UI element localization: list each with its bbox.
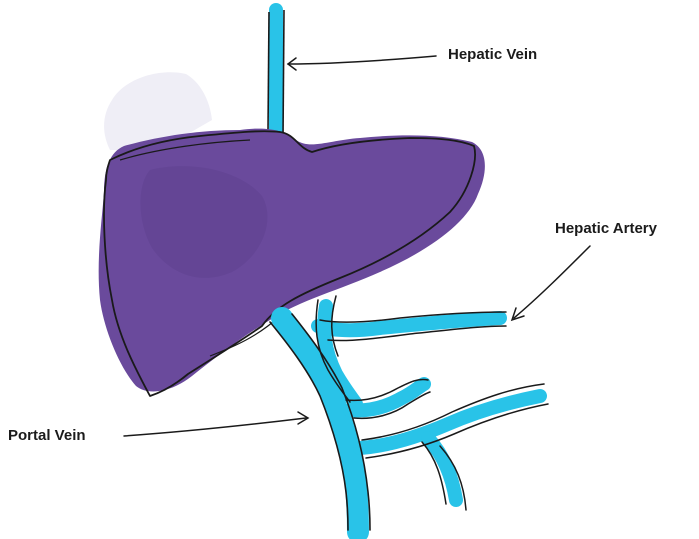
portal-vein-system (270, 296, 548, 532)
portal-vein-arrow (124, 418, 306, 436)
hepatic-artery-label: Hepatic Artery (555, 220, 657, 237)
hepatic-artery-arrow (514, 246, 590, 318)
hepatic-vein-arrow (288, 56, 436, 64)
hepatic-vein-label: Hepatic Vein (448, 46, 537, 63)
portal-vein-label: Portal Vein (8, 427, 86, 444)
liver (99, 129, 485, 392)
hepatic-vein (268, 10, 284, 138)
